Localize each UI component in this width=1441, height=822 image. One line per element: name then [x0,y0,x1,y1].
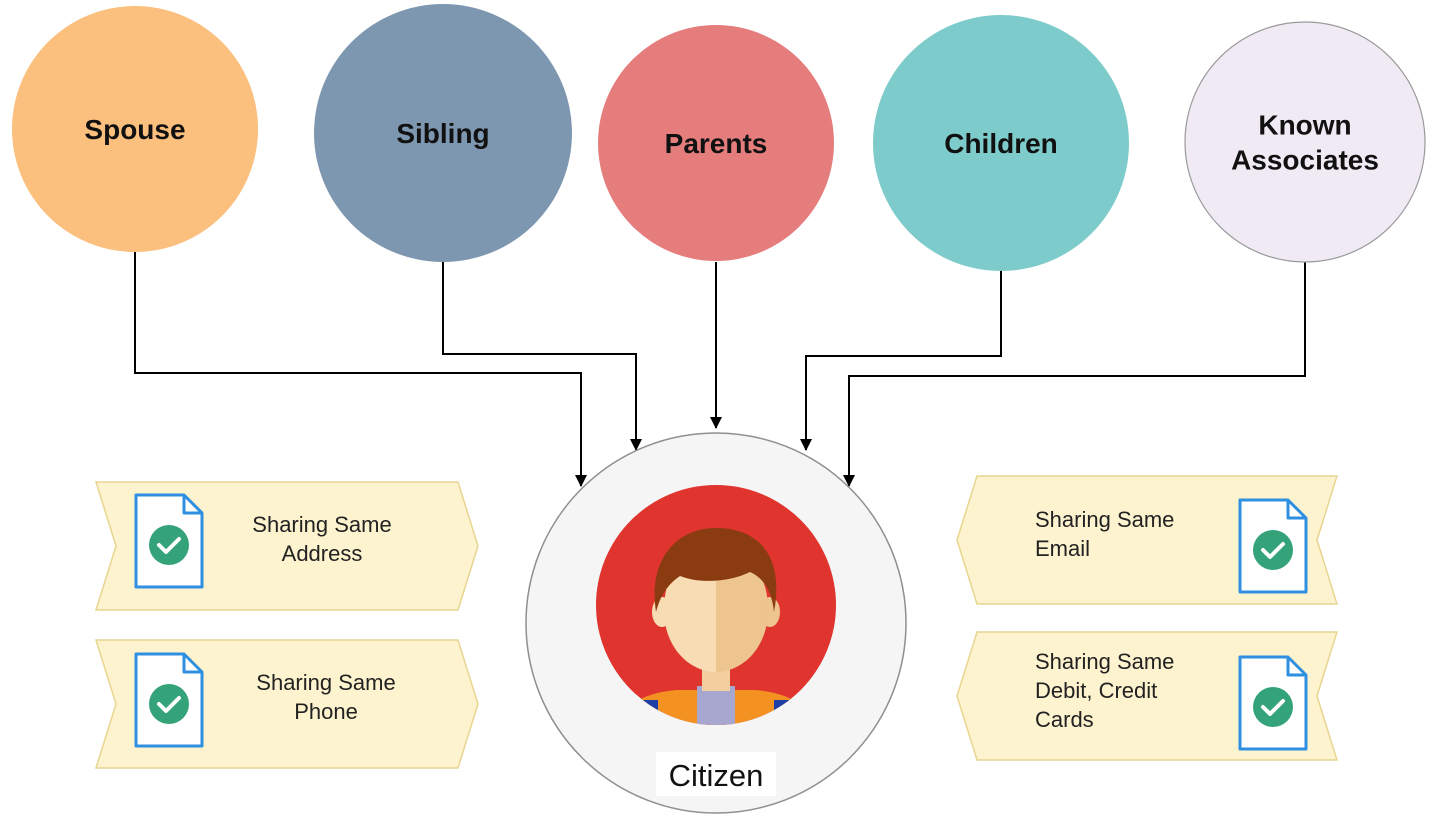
badge-cards-label: Cards [1035,707,1094,732]
document-check-icon [134,493,204,589]
citizen-label: Citizen [669,758,764,793]
document-check-icon [1238,498,1308,594]
connector-spouse [134,252,587,487]
citizen-node: Citizen [525,432,907,814]
person-avatar-icon [596,485,836,725]
node-sibling-label: Sibling [396,118,489,149]
connector-children [800,262,1002,451]
node-sibling: Sibling [314,4,572,262]
badge-address-label: Address [282,541,363,566]
node-spouse-circle [12,6,258,252]
badge-email-label: Sharing Same [1035,507,1174,532]
badge-email-label: Email [1035,536,1090,561]
node-known-associates-circle [1184,21,1426,263]
badge-phone-label: Sharing Same [256,670,395,695]
node-spouse: Spouse [12,6,258,252]
node-children-circle [873,15,1129,271]
badge-cards-label: Debit, Credit [1035,678,1157,703]
node-parents-circle [598,25,834,261]
node-parents: Parents [598,25,834,261]
badge-phone-label: Phone [294,699,358,724]
badge-cards-label: Sharing Same [1035,649,1174,674]
node-sibling-circle [314,4,572,262]
badge-address-label: Sharing Same [252,512,391,537]
node-children: Children [873,15,1129,271]
document-check-icon [134,652,204,748]
node-parents-label: Parents [665,128,768,159]
connector-sibling [442,262,642,451]
citizen-label-backdrop [656,752,776,796]
connector-known-associates [843,262,1306,487]
node-known-associates-label: Associates [1231,145,1379,176]
node-known-associates-label: Known [1258,110,1351,141]
document-check-icon [1238,655,1308,751]
node-spouse-label: Spouse [84,114,185,145]
connectors [134,252,1306,487]
node-children-label: Children [944,128,1058,159]
relation-nodes: Spouse Sibling Parents Children KnownAssocia… [12,4,1426,271]
